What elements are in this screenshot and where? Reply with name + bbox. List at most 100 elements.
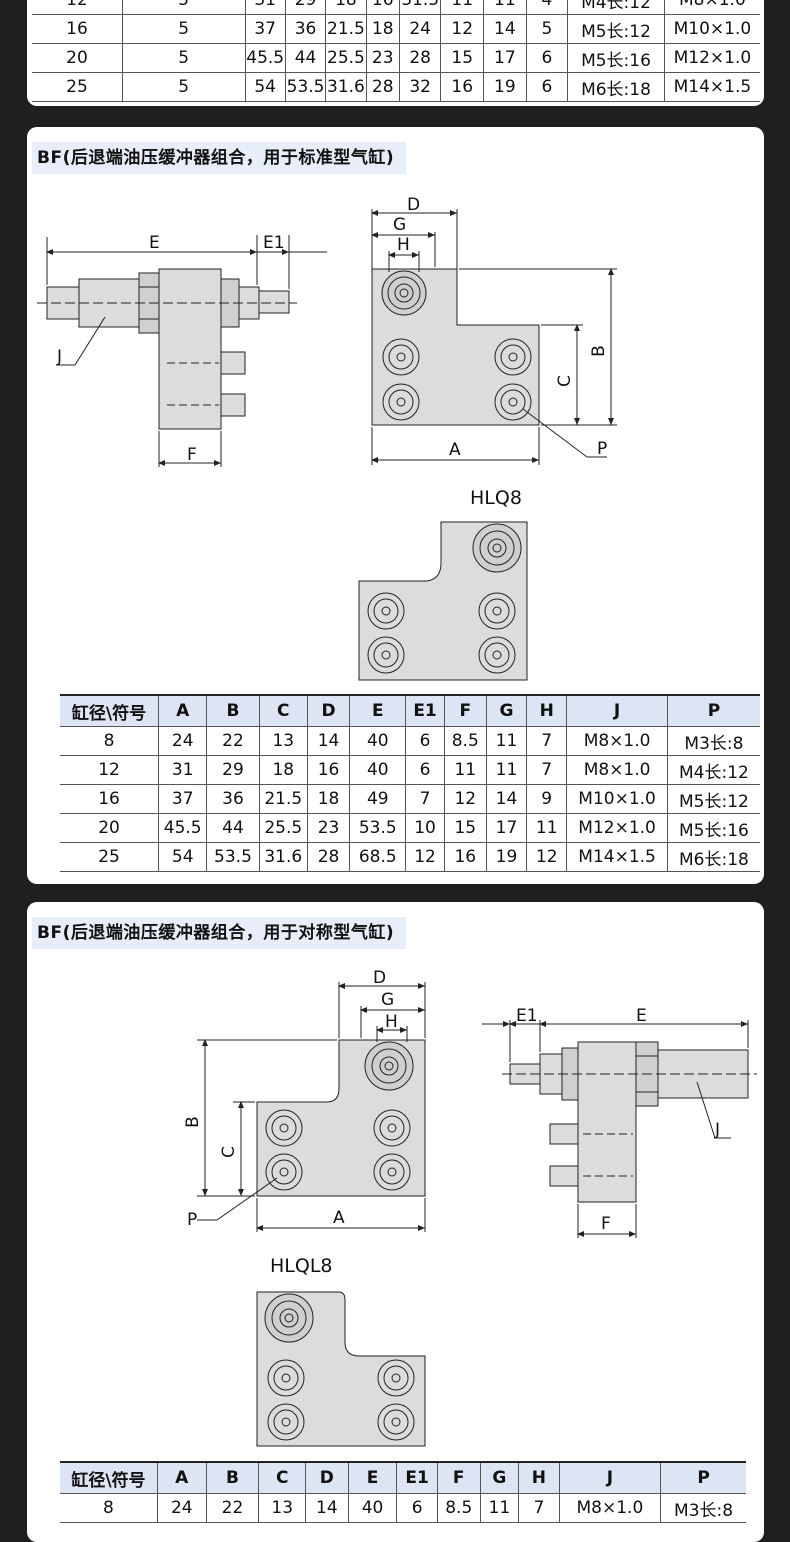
table-cell: 14 (305, 1493, 349, 1523)
table-cell: 24 (158, 726, 207, 756)
table-cell: 11 (526, 813, 567, 843)
table-cell: 17 (483, 43, 527, 73)
dim-label-C: C (218, 1146, 239, 1158)
table-cell: 7 (405, 784, 445, 814)
standard-section-card: BF(后退端油压缓冲器组合，用于标准型气缸) (27, 127, 764, 884)
table-cell: 11 (485, 755, 527, 785)
dim-label-D: D (373, 968, 387, 988)
table-cell: 5 (121, 72, 245, 102)
table-cell: 24 (156, 1493, 207, 1523)
dim-label-G: G (393, 215, 407, 235)
column-header: G (479, 1461, 519, 1494)
table-cell: M5长:12 (666, 784, 760, 814)
table-cell: 18 (365, 14, 400, 44)
table-cell: 29 (284, 0, 326, 15)
table-cell: 9 (526, 784, 567, 814)
table-cell: 21.5 (258, 784, 308, 814)
table-cell: 37 (158, 784, 207, 814)
table-cell: M8×1.0 (566, 726, 668, 756)
table-cell: M8×1.0 (663, 0, 760, 15)
table-cell: 12 (526, 842, 567, 872)
column-header: C (258, 1461, 306, 1494)
column-header: B (205, 1461, 259, 1494)
table-cell: 18 (306, 784, 350, 814)
table-cell: 16 (306, 755, 350, 785)
column-header: C (258, 694, 308, 727)
dim-label-H: H (385, 1012, 398, 1032)
table-cell: M14×1.5 (566, 842, 668, 872)
table-cell: 36 (206, 784, 260, 814)
table-cell: 53.5 (206, 842, 260, 872)
table-cell: 44 (284, 43, 326, 73)
column-header: A (156, 1461, 207, 1494)
dim-label-A: A (333, 1208, 345, 1228)
column-header: J (566, 694, 668, 727)
table-cell: 6 (396, 1493, 438, 1523)
table-cell: 13 (258, 1493, 306, 1523)
table-cell: 22 (205, 1493, 259, 1523)
table-cell: 5 (525, 14, 568, 44)
table-cell: 18 (325, 0, 367, 15)
table-cell: M5长:16 (567, 43, 665, 73)
table-cell: 23 (306, 813, 350, 843)
table-cell: M3长:8 (660, 1493, 746, 1523)
dim-label-D: D (407, 195, 421, 215)
table-cell: 12 (32, 0, 123, 15)
dim-label-A: A (449, 440, 461, 460)
table-cell: M5长:16 (666, 813, 760, 843)
table-cell: 20 (32, 43, 123, 73)
dim-label-E: E (149, 233, 160, 253)
table-cell: 6 (525, 43, 568, 73)
table-cell: 15 (440, 43, 484, 73)
table-cell: 31.6 (325, 72, 367, 102)
dim-label-E1: E1 (263, 233, 285, 253)
table-cell: M6长:18 (666, 842, 760, 872)
table-cell: M8×1.0 (558, 1493, 661, 1523)
column-header: J (558, 1461, 661, 1494)
column-header: H (518, 1461, 560, 1494)
table-cell: 11 (485, 726, 527, 756)
table-cell: 7 (526, 726, 567, 756)
table-cell: 20 (60, 813, 159, 843)
table-cell: 24 (398, 14, 441, 44)
dim-label-P: P (187, 1210, 198, 1230)
symmetric-drawing (197, 982, 757, 1447)
table-cell: 32 (398, 72, 441, 102)
dim-label-F: F (601, 1214, 611, 1234)
column-header: F (436, 1461, 481, 1494)
table-cell: 17 (485, 813, 527, 843)
table-cell: 40 (349, 726, 406, 756)
table-cell: 28 (306, 842, 350, 872)
table-cell: 8.5 (436, 1493, 481, 1523)
table-cell: M6长:18 (567, 72, 665, 102)
table-cell: 7 (526, 755, 567, 785)
table-cell: 12 (60, 755, 159, 785)
table-cell: M12×1.0 (663, 43, 760, 73)
dim-label-J: J (715, 1120, 721, 1140)
column-header: E (347, 1461, 397, 1494)
table-cell: M12×1.0 (566, 813, 668, 843)
table-cell: 12 (443, 784, 487, 814)
symmetric-section-card: BF(后退端油压缓冲器组合，用于对称型气缸) (27, 902, 764, 1542)
table-cell: 11 (479, 1493, 519, 1523)
table-cell: 23 (365, 43, 400, 73)
table-cell: M4长:12 (666, 755, 760, 785)
table-cell: 25 (32, 72, 123, 102)
column-header: E (349, 694, 406, 727)
table-cell: 12 (440, 14, 484, 44)
column-header: E1 (405, 694, 445, 727)
table-cell: 36 (284, 14, 326, 44)
table-cell: 45.5 (158, 813, 207, 843)
table-cell: M10×1.0 (566, 784, 668, 814)
dim-label-E1: E1 (516, 1006, 538, 1026)
table-cell: 31.5 (398, 0, 441, 15)
section-title: BF(后退端油压缓冲器组合，用于对称型气缸) (32, 917, 407, 949)
table-cell: 16 (60, 784, 159, 814)
table-cell: 14 (483, 14, 527, 44)
column-header: D (305, 1461, 349, 1494)
table-cell: 13 (258, 726, 308, 756)
table-cell: 31 (244, 0, 286, 15)
